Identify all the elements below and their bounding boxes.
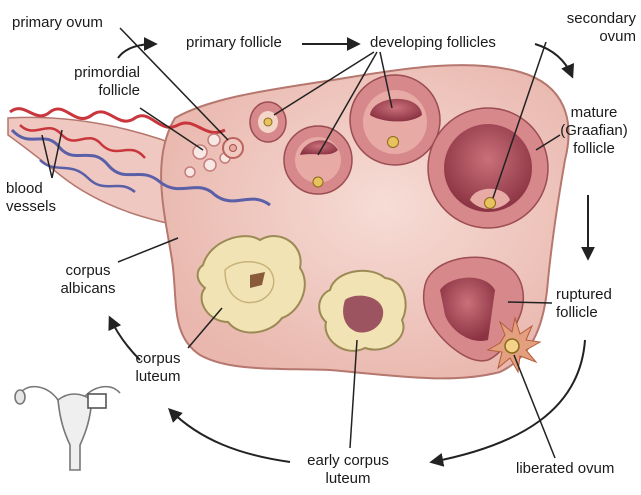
uterus-icon [14,385,121,471]
vein [39,159,136,194]
ruptured-follicle-shape [422,256,525,362]
mature-follicle-shape [427,107,549,229]
label-mature-follicle: mature(Graafian)follicle [560,104,628,157]
developing-follicle-large [349,74,441,166]
leader-lines [41,27,561,459]
label-liberated-ovum: liberated ovum [516,460,615,477]
label-developing-follicles: developing follicles [370,34,496,51]
label-primary-follicle: primary follicle [186,34,282,51]
primary-follicle-shape [249,101,287,143]
label-primary-ovum: primary ovum [12,14,103,31]
liberated-ovum-shape [486,316,542,374]
developing-follicle-small [283,125,353,195]
cycle-arrows [108,37,595,467]
artery [9,107,226,134]
artery [19,124,146,159]
vein [10,128,271,207]
early-corpus-luteum-shape [318,269,407,352]
